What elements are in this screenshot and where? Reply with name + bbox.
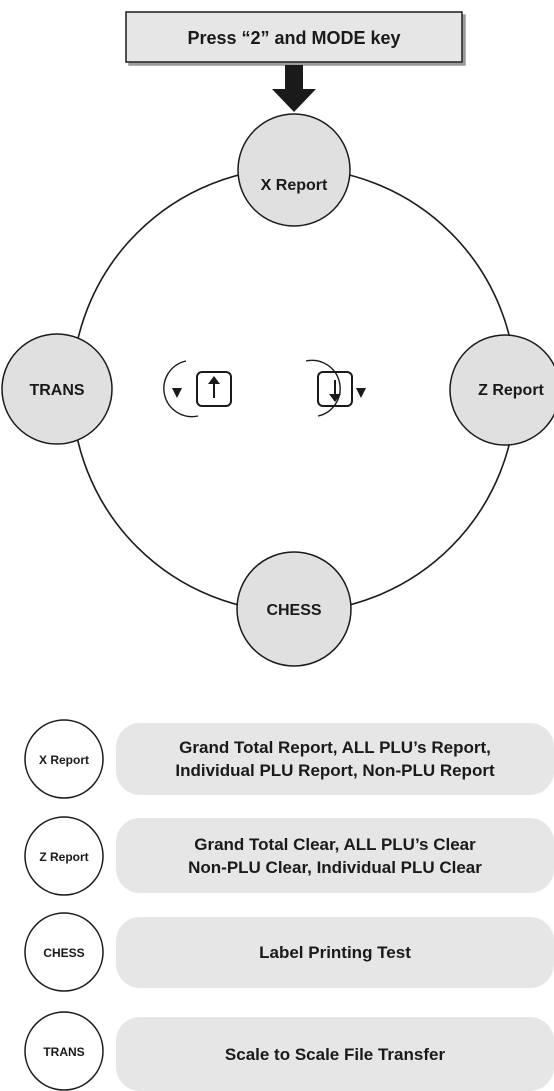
up-key-counterclockwise-icon: [163, 360, 232, 418]
legend-row-trans: TRANS Scale to Scale File Transfer: [24, 1011, 554, 1091]
down-arrow-icon: [272, 65, 316, 112]
legend-row-x-report: X Report Grand Total Report, ALL PLU’s R…: [24, 719, 554, 799]
instruction-text: Press “2” and MODE key: [187, 28, 400, 48]
legend-row-z-report: Z Report Grand Total Clear, ALL PLU’s Cl…: [24, 816, 554, 896]
down-key-clockwise-icon: [305, 359, 366, 417]
node-z-report: Z Report: [449, 334, 554, 446]
legend-z-report-line-1: Grand Total Clear, ALL PLU’s Clear: [194, 835, 476, 854]
node-z-report-label: Z Report: [478, 382, 544, 399]
legend-chess-line-1: Label Printing Test: [259, 943, 411, 962]
legend-row-chess: CHESS Label Printing Test: [24, 912, 554, 992]
node-x-report-label: X Report: [261, 177, 328, 194]
legend-trans-line-1: Scale to Scale File Transfer: [225, 1045, 446, 1064]
node-trans-label: TRANS: [29, 382, 84, 399]
legend-x-report-line-1: Grand Total Report, ALL PLU’s Report,: [179, 738, 491, 757]
legend-chess-node: CHESS: [43, 946, 84, 960]
node-chess: CHESS: [236, 551, 352, 667]
legend-trans-node: TRANS: [43, 1045, 84, 1059]
node-trans: TRANS: [1, 333, 113, 445]
legend-z-report-line-2: Non-PLU Clear, Individual PLU Clear: [188, 858, 482, 877]
instruction-box: Press “2” and MODE key: [125, 11, 463, 63]
legend-z-report-node: Z Report: [39, 850, 88, 864]
node-chess-label: CHESS: [266, 602, 321, 619]
legend-x-report-line-2: Individual PLU Report, Non-PLU Report: [175, 761, 495, 780]
legend-x-report-node: X Report: [39, 753, 89, 767]
node-x-report: X Report: [237, 113, 351, 227]
